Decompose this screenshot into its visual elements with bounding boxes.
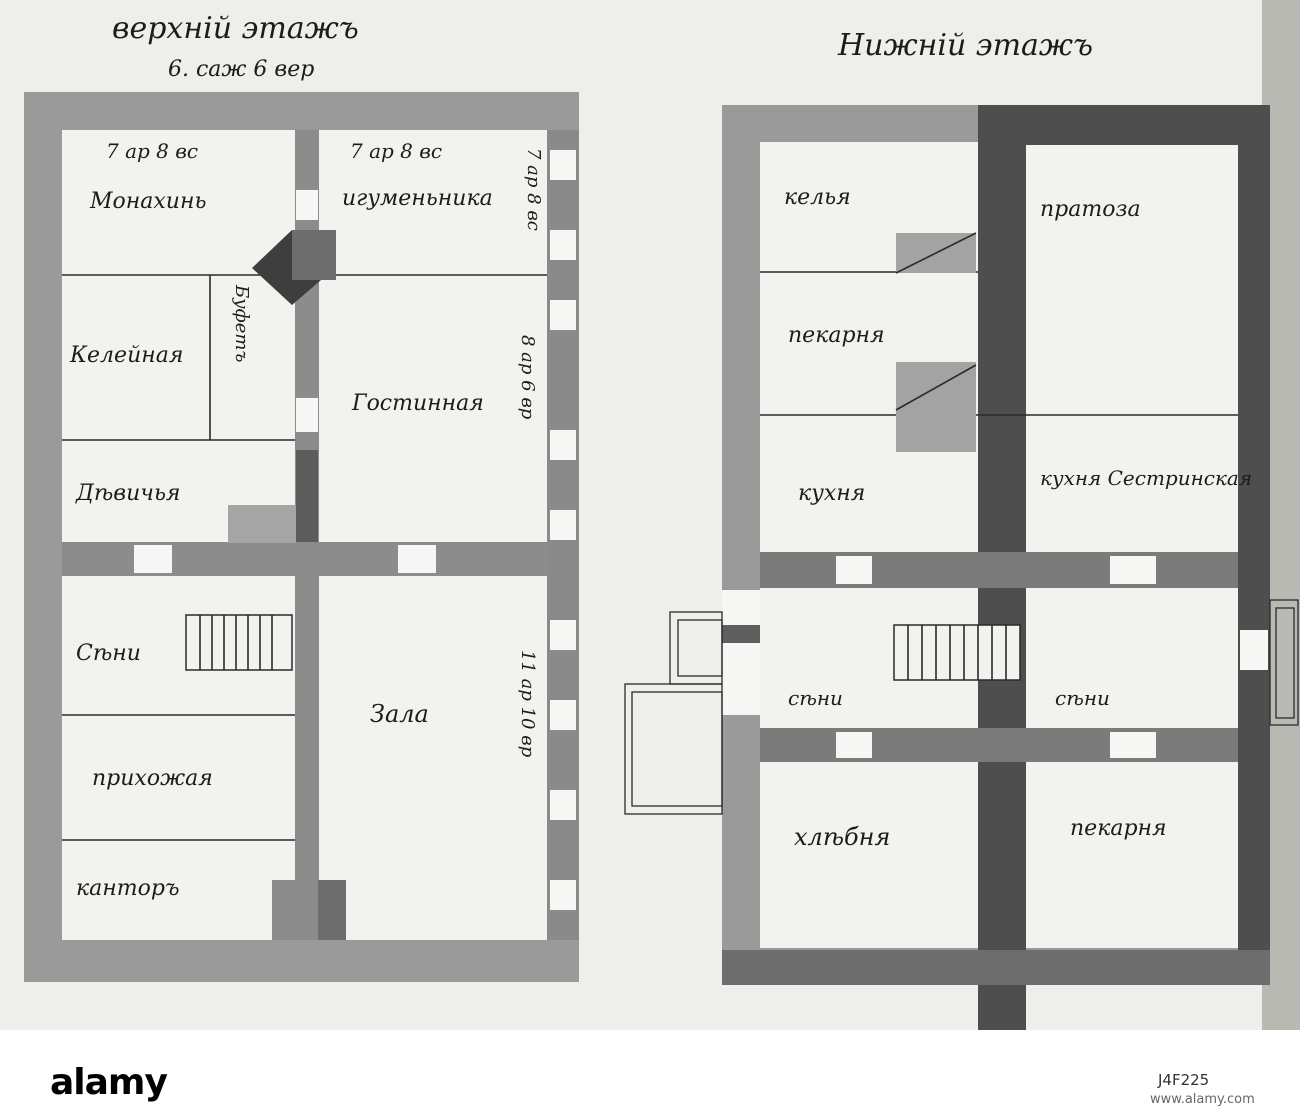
room-zala: Зала (370, 700, 429, 728)
room-seni-upper: Сѣни (76, 641, 141, 666)
upper-dim-side-lower: 11 ар 10 вр (517, 650, 538, 758)
room-kukhnya-sestrinskaya: кухня Сестринская (1040, 466, 1252, 490)
upper-dim-side-upper: 7 ар 8 вс (523, 148, 544, 231)
alamy-logo: alamy (50, 1062, 168, 1103)
site-url: www.alamy.com (1150, 1092, 1255, 1107)
lower-cross-wall-upper (760, 552, 1238, 588)
lower-floor-title: Нижнiй этажъ (837, 28, 1093, 63)
drawing-sheet: верхнiй этажъ 6. саж 6 вер Нижнiй этажъ … (0, 0, 1300, 1030)
upper-dim-top-right: 7 ар 8 вс (350, 139, 442, 163)
room-pekarnya-1: пекарня (788, 323, 885, 348)
room-devichya: Дѣвичья (75, 481, 181, 506)
upper-corridor-label: Буфетъ (231, 284, 252, 362)
room-monakhin: Монахинь (89, 189, 206, 214)
room-gostinnaya: Гостинная (351, 391, 484, 416)
lower-east-wall (1238, 105, 1270, 985)
upper-windows (550, 150, 576, 910)
room-seni-lower-2: сѣни (1055, 686, 1110, 710)
watermark-footer (0, 1030, 1300, 1117)
room-pratoza: пратоза (1040, 197, 1141, 222)
room-pekarnya-2: пекарня (1070, 816, 1167, 841)
lower-cross-wall-lower (760, 728, 1238, 762)
room-kelya: келья (784, 185, 851, 210)
room-prikhozhaya: прихожая (92, 766, 213, 791)
room-keleynaya: Келейная (69, 343, 183, 368)
upper-stair (185, 614, 293, 671)
upper-dim-side-mid: 8 ар 6 вр (517, 335, 538, 420)
upper-dim-top-left: 7 ар 8 вс (106, 139, 198, 163)
room-seni-lower-1: сѣни (788, 686, 843, 710)
room-kukhnya: кухня (798, 481, 865, 506)
upper-floor-plan (24, 92, 579, 982)
east-porch (1269, 599, 1299, 726)
room-khlebnya: хлѣбня (794, 823, 890, 851)
lower-stair (893, 624, 1021, 681)
image-id: J4F225 (1158, 1071, 1210, 1089)
room-igumenya: игуменьника (342, 186, 493, 211)
room-kantor: канторъ (76, 876, 180, 901)
west-porch (624, 611, 723, 815)
upper-floor-dims: 6. саж 6 вер (168, 57, 314, 82)
upper-floor-title: верхнiй этажъ (112, 11, 359, 46)
floor-plans-svg: верхнiй этажъ 6. саж 6 вер Нижнiй этажъ … (24, 0, 1300, 1030)
lower-floor-plan (624, 105, 1299, 1030)
